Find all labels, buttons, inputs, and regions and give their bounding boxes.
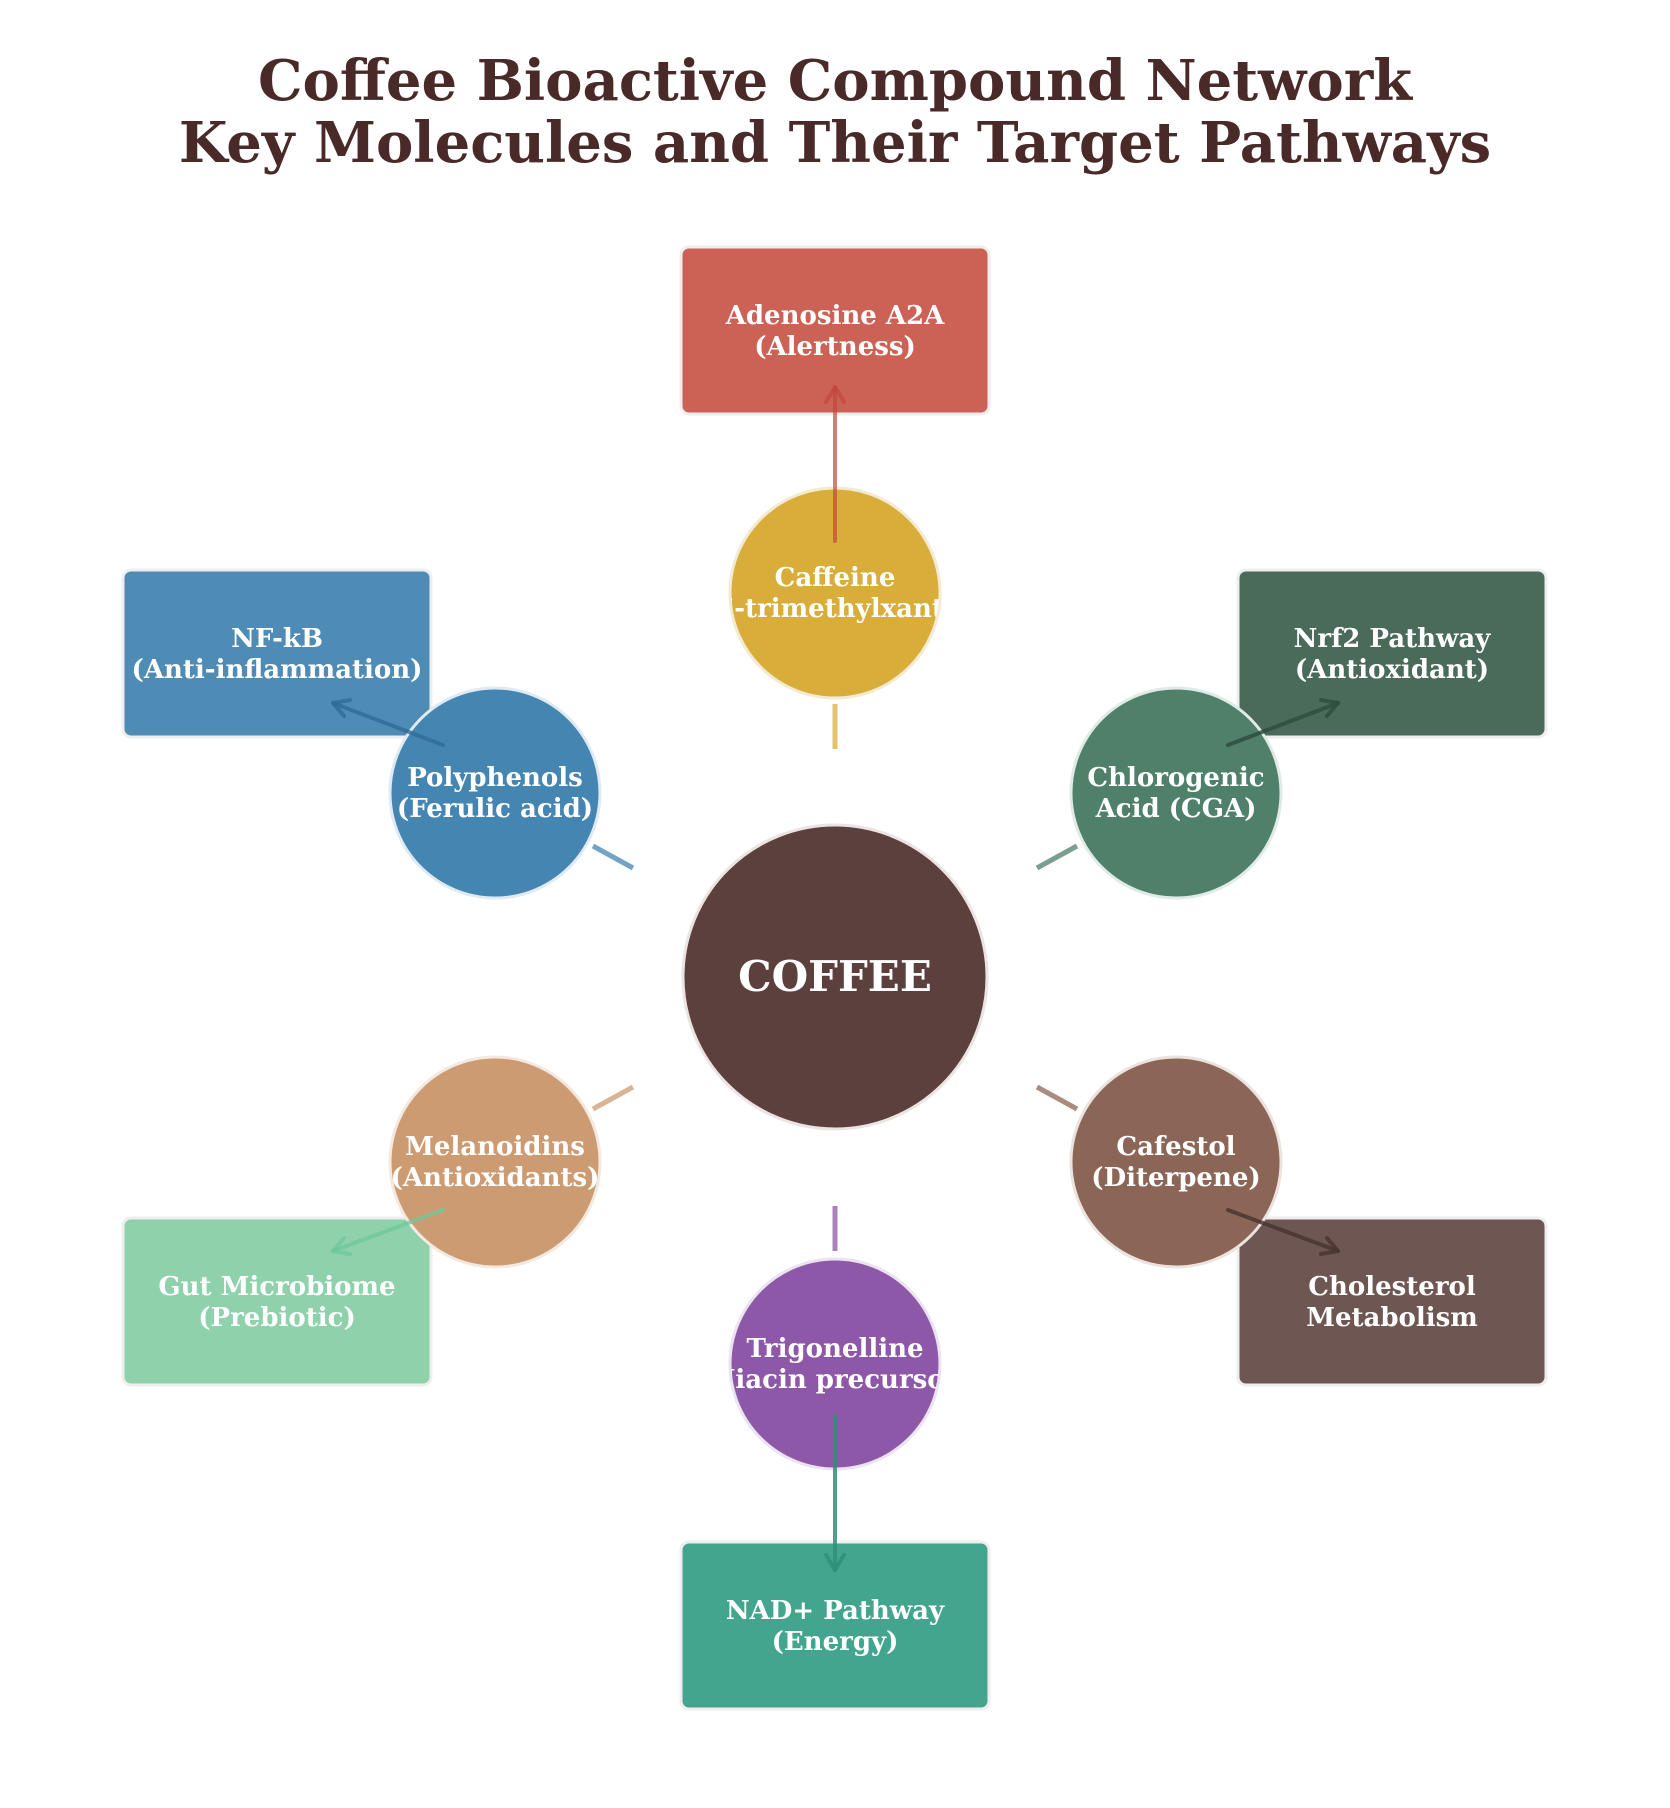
target-box-melanoidins: Gut Microbiome (Prebiotic) xyxy=(121,1216,433,1387)
compound-chlorogenic-line-2: Acid (CGA) xyxy=(1095,794,1257,824)
target-box-cafestol: Cholesterol Metabolism xyxy=(1236,1216,1548,1387)
connector-cafestol xyxy=(1035,1084,1079,1112)
compound-trigonelline-line-2: (Niacin precursor) xyxy=(699,1365,970,1395)
compound-node-melanoidins-circle xyxy=(388,1055,602,1269)
compound-node-polyphenols: Polyphenols (Ferulic acid) xyxy=(388,686,602,900)
target-polyphenols-line-2: (Anti-inflammation) xyxy=(132,655,423,685)
target-chlorogenic-line-2: (Antioxidant) xyxy=(1295,655,1489,685)
arrow-polyphenols-to-target xyxy=(331,698,445,747)
target-caffeine-line-1: Adenosine A2A xyxy=(725,301,945,331)
arrow-caffeine-to-target xyxy=(824,385,846,543)
arrow-cafestol-to-target xyxy=(1226,1208,1340,1256)
compound-node-caffeine: Caffeine 1,3,7-trimethylxanthine xyxy=(662,486,1008,700)
diagram-title-line-1: Coffee Bioactive Compound Network xyxy=(258,48,1413,114)
arrow-chlorogenic-to-target xyxy=(1226,698,1340,747)
compound-melanoidins-line-1: Melanoidins xyxy=(405,1132,585,1162)
pathway-arrows xyxy=(331,385,1340,1572)
connector-polyphenols xyxy=(591,843,635,871)
center-node: COFFEE xyxy=(681,823,989,1131)
target-polyphenols-line-1: NF-kB xyxy=(231,624,323,654)
compound-polyphenols-line-1: Polyphenols xyxy=(407,763,583,793)
target-cafestol-line-2: Metabolism xyxy=(1306,1303,1478,1333)
target-box-cafestol-bg xyxy=(1236,1216,1548,1387)
target-cafestol-line-1: Cholesterol xyxy=(1308,1272,1476,1302)
target-chlorogenic-line-1: Nrf2 Pathway xyxy=(1294,624,1492,654)
compound-caffeine-line-2: 1,3,7-trimethylxanthine xyxy=(662,594,1008,624)
center-node-circle xyxy=(681,823,989,1131)
target-trigonelline-line-1: NAD+ Pathway xyxy=(726,1596,945,1626)
compound-node-cafestol-circle xyxy=(1069,1055,1283,1269)
compound-node-chlorogenic: Chlorogenic Acid (CGA) xyxy=(1069,686,1283,900)
compound-polyphenols-line-2: (Ferulic acid) xyxy=(397,794,593,824)
target-caffeine-line-2: (Alertness) xyxy=(754,332,916,362)
connector-chlorogenic xyxy=(1035,843,1079,871)
compound-trigonelline-line-1: Trigonelline xyxy=(746,1334,923,1364)
compound-cafestol-line-2: (Diterpene) xyxy=(1091,1163,1260,1193)
target-trigonelline-line-2: (Energy) xyxy=(772,1627,899,1657)
compound-node-trigonelline: Trigonelline (Niacin precursor) xyxy=(699,1257,970,1471)
compound-node-chlorogenic-circle xyxy=(1069,686,1283,900)
target-box-melanoidins-bg xyxy=(121,1216,433,1387)
target-box-chlorogenic: Nrf2 Pathway (Antioxidant) xyxy=(1236,568,1548,739)
arrow-trigonelline-to-target xyxy=(824,1414,846,1572)
compound-caffeine-line-1: Caffeine xyxy=(775,563,896,593)
target-melanoidins-line-2: (Prebiotic) xyxy=(198,1303,356,1333)
target-box-polyphenols-bg xyxy=(121,568,433,739)
arrow-melanoidins-to-target xyxy=(331,1208,445,1256)
diagram-title-line-2: Key Molecules and Their Target Pathways xyxy=(179,110,1491,176)
center-connectors xyxy=(591,704,1079,1251)
target-melanoidins-line-1: Gut Microbiome xyxy=(158,1272,395,1302)
target-box-polyphenols: NF-kB (Anti-inflammation) xyxy=(121,568,433,739)
compound-melanoidins-line-2: (Antioxidants) xyxy=(391,1163,600,1193)
compound-node-melanoidins: Melanoidins (Antioxidants) xyxy=(388,1055,602,1269)
target-box-caffeine: Adenosine A2A (Alertness) xyxy=(679,245,991,416)
center-node-label: COFFEE xyxy=(738,952,932,1001)
compound-node-cafestol: Cafestol (Diterpene) xyxy=(1069,1055,1283,1269)
connector-melanoidins xyxy=(591,1084,635,1112)
compound-chlorogenic-line-1: Chlorogenic xyxy=(1087,763,1264,793)
target-box-chlorogenic-bg xyxy=(1236,568,1548,739)
compound-cafestol-line-1: Cafestol xyxy=(1116,1132,1235,1162)
compound-node-polyphenols-circle xyxy=(388,686,602,900)
target-box-trigonelline: NAD+ Pathway (Energy) xyxy=(679,1540,991,1711)
